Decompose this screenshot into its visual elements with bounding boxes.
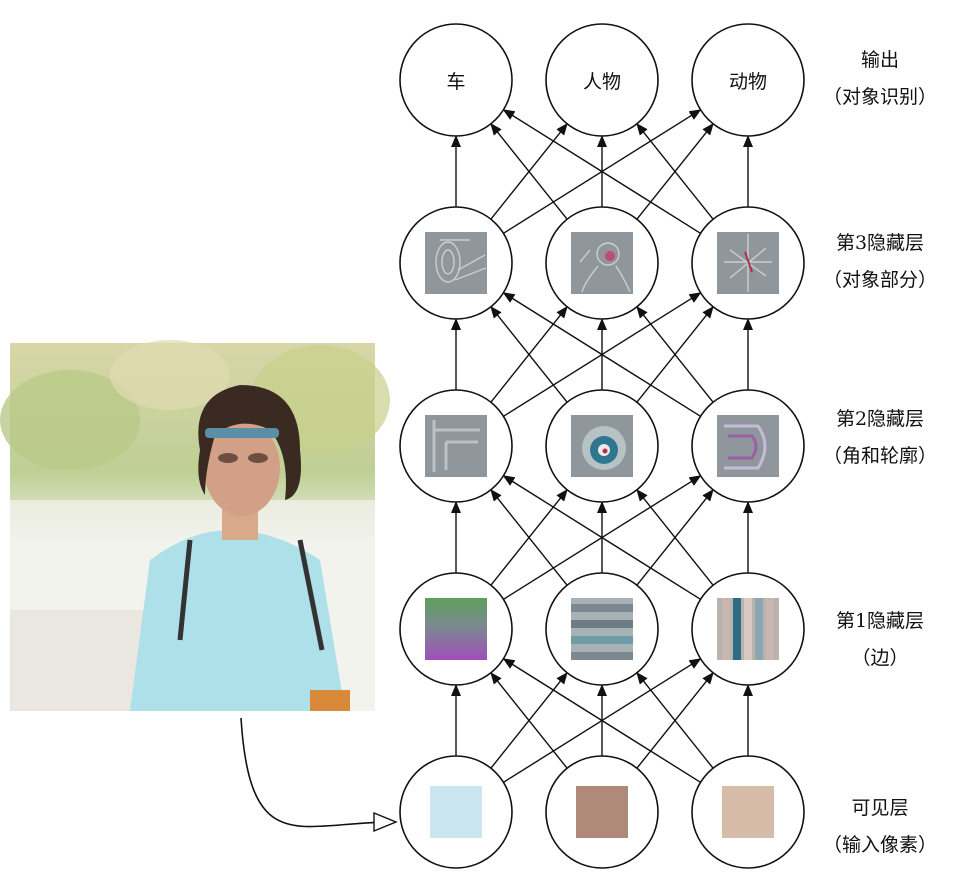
visible-pixel-3 xyxy=(722,786,774,838)
hidden1-node-2 xyxy=(545,572,659,686)
hidden2-node-3 xyxy=(691,389,805,503)
hidden2-node-1 xyxy=(399,389,513,503)
hidden3-label-line1: 第3隐藏层 xyxy=(835,232,925,254)
hidden1-feature-1 xyxy=(425,598,487,660)
output-label-line1: 输出 xyxy=(860,49,899,71)
output-node-person-label: 人物 xyxy=(583,71,621,93)
hidden1-layer-label: 第1隐藏层 （边） xyxy=(810,606,950,670)
connection-arrow xyxy=(636,672,714,769)
output-node-animal: 动物 xyxy=(691,23,805,137)
visible-pixel-1 xyxy=(430,786,482,838)
hidden3-node-3 xyxy=(691,206,805,320)
visible-node-3 xyxy=(691,755,805,869)
output-node-car-label: 车 xyxy=(446,71,465,93)
hidden1-node-1 xyxy=(399,572,513,686)
hidden2-label-line1: 第2隐藏层 xyxy=(835,408,925,430)
connection-arrow xyxy=(490,306,568,403)
hidden3-feature-1 xyxy=(425,232,487,294)
input-photo xyxy=(0,340,390,711)
connection-arrow xyxy=(502,292,701,417)
output-layer-label: 输出 （对象识别） xyxy=(810,45,950,109)
hidden1-label-line1: 第1隐藏层 xyxy=(835,610,925,632)
hidden3-node-1 xyxy=(399,206,513,320)
visible-pixel-2 xyxy=(576,786,628,838)
hidden2-label-line2: （角和轮廓） xyxy=(822,445,937,467)
connection-arrow xyxy=(636,123,714,220)
hidden2-layer-label: 第2隐藏层 （角和轮廓） xyxy=(810,404,950,468)
connection-arrow xyxy=(636,489,714,586)
connection-arrow xyxy=(636,306,714,403)
output-node-car: 车 xyxy=(399,23,513,137)
visible-node-2 xyxy=(545,755,659,869)
output-node-person: 人物 xyxy=(545,23,659,137)
connection-arrow xyxy=(490,123,568,220)
output-node-animal-label: 动物 xyxy=(729,71,767,93)
hidden3-node-2 xyxy=(545,206,659,320)
hidden1-feature-2 xyxy=(571,598,633,660)
visible-label-line2: （输入像素） xyxy=(822,834,937,856)
connection-arrow xyxy=(502,658,701,783)
hidden3-layer-label: 第3隐藏层 （对象部分） xyxy=(810,228,950,292)
output-label-line2: （对象识别） xyxy=(822,86,937,108)
hidden3-label-line2: （对象部分） xyxy=(822,269,937,291)
connection-arrow xyxy=(502,475,701,600)
visible-node-1 xyxy=(399,755,513,869)
hidden2-node-2 xyxy=(545,389,659,503)
connection-arrow xyxy=(490,489,568,586)
hidden1-feature-3 xyxy=(717,598,779,660)
hidden1-node-3 xyxy=(691,572,805,686)
connection-arrows xyxy=(451,109,753,783)
connection-arrow xyxy=(502,109,701,234)
connection-arrow xyxy=(490,672,568,769)
input-arrowhead xyxy=(373,811,398,833)
hidden1-label-line2: （边） xyxy=(851,647,909,669)
visible-label-line1: 可见层 xyxy=(851,797,909,819)
visible-layer-label: 可见层 （输入像素） xyxy=(810,793,950,857)
